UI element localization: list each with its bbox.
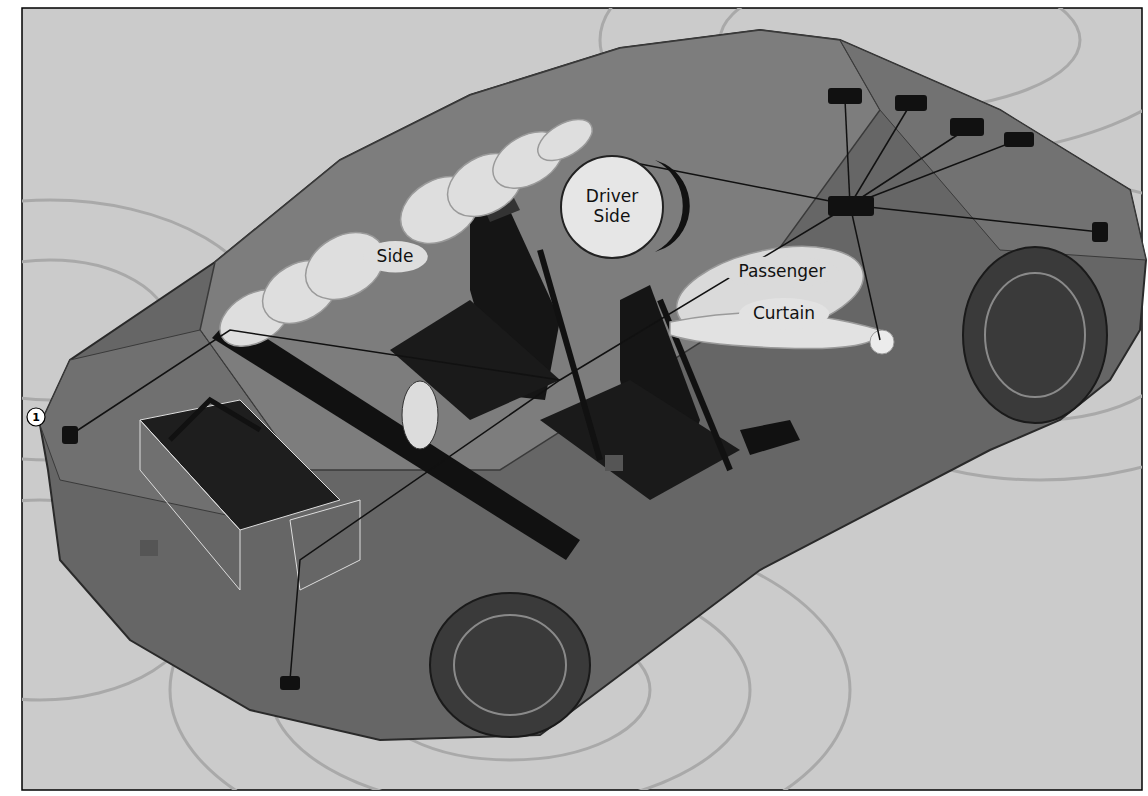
airbag-name: Curtain — [753, 304, 815, 324]
callout-circle — [27, 408, 45, 426]
steering-wheel — [402, 381, 438, 449]
wire — [75, 330, 560, 432]
airbag-label-box: Curtain — [738, 297, 830, 331]
sensor — [280, 676, 300, 690]
wire — [850, 105, 910, 205]
inflator — [870, 330, 894, 354]
wire — [845, 100, 850, 205]
sensor — [895, 95, 927, 111]
car-body — [40, 30, 1146, 740]
wire — [850, 205, 1100, 232]
front-wheel — [963, 247, 1107, 423]
callout-number: 1 — [32, 412, 40, 423]
control-unit — [828, 196, 874, 216]
outline-shape — [561, 156, 663, 258]
seat-frame — [290, 500, 360, 590]
airbag-label-box: Driver Side — [560, 155, 664, 259]
airbag-label-box: Passenger — [723, 255, 840, 289]
outline-shape — [363, 241, 428, 273]
car-hood — [840, 40, 1146, 260]
signal-waves — [22, 8, 1142, 790]
sensor — [828, 88, 862, 104]
wheel-rim — [454, 615, 566, 715]
airbag-name: Side — [377, 247, 414, 267]
airbag-label-box: Side — [362, 240, 429, 274]
seat-belt — [170, 400, 260, 440]
seat-cushion — [140, 400, 340, 530]
outline-shape — [724, 256, 839, 288]
sensor — [140, 540, 158, 556]
side-airbag — [210, 111, 599, 358]
sensors — [62, 88, 1108, 690]
airbag-segment — [531, 111, 599, 169]
sensor — [1004, 132, 1034, 147]
airbag-name: Passenger — [738, 262, 825, 282]
wire — [850, 140, 1018, 205]
wheel-rim — [985, 273, 1085, 397]
seat-buckle — [740, 420, 800, 455]
sensor — [605, 455, 623, 471]
seat-frame — [140, 420, 240, 590]
car-cabin — [200, 30, 880, 470]
seat-cushion — [540, 380, 740, 500]
wire — [290, 205, 850, 680]
rear-seat — [140, 400, 360, 590]
outline-shape — [739, 298, 829, 330]
sensor — [62, 426, 78, 444]
airbag-name: Driver Side — [576, 187, 648, 226]
wiring — [75, 100, 1100, 680]
sensor — [950, 118, 984, 136]
seat-belt — [540, 250, 600, 460]
rear-wheel — [430, 593, 590, 737]
wire — [850, 205, 880, 340]
sensor — [1092, 222, 1108, 242]
